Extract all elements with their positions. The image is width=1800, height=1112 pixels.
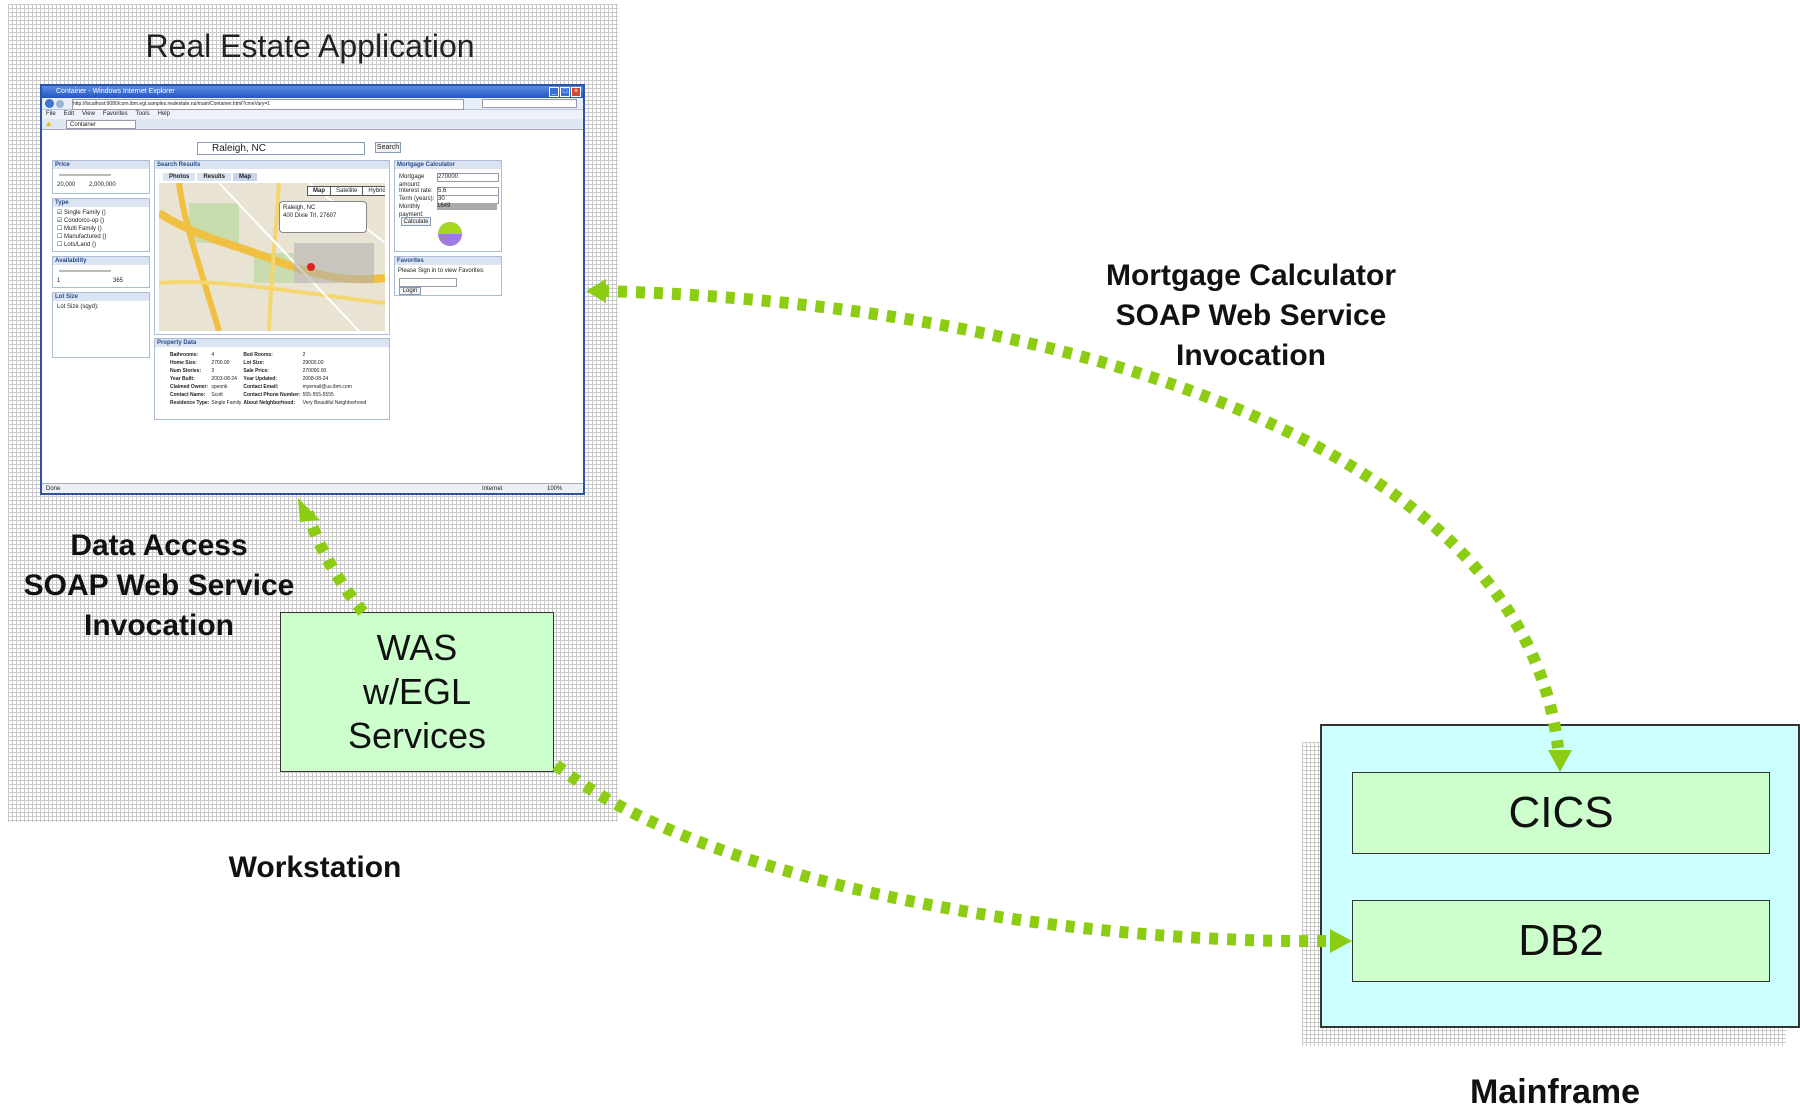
lot-size-panel-title: Lot Size [53,293,149,301]
workstation-label: Workstation [228,851,402,884]
bubble-city: Raleigh, NC [283,205,316,211]
menu-bar: File Edit View Favorites Tools Help [42,110,583,119]
menu-tools[interactable]: Tools [135,111,150,117]
term-label: Term (years): [399,196,435,202]
type-option[interactable]: ☐ Multi Family () [57,226,102,232]
menu-help[interactable]: Help [157,111,170,117]
type-option[interactable]: ☑ Single Family () [57,210,106,216]
availability-panel: Availability 1 365 [52,256,150,288]
mortgage-service-label: Mortgage Calculator SOAP Web Service Inv… [1105,259,1397,372]
property-data-title: Property Data [155,339,389,347]
monthly-payment-value: 1649 [437,203,497,210]
tab-results[interactable]: Results [197,173,232,181]
favorites-username-input[interactable] [399,278,457,287]
status-zoom[interactable]: 100% [547,486,563,492]
menu-favorites[interactable]: Favorites [102,111,128,117]
map-type-satellite[interactable]: Satellite [330,187,362,195]
interest-rate-label: Interest rate: [399,188,433,194]
window-controls: _ □ × [549,87,581,97]
search-button[interactable]: Search [375,142,401,153]
was-egl-services-box: WAS w/EGL Services [280,612,554,772]
browser-title: Container - Windows Internet Explorer [56,88,175,95]
favorites-title: Favorites [395,257,501,265]
availability-max: 365 [113,278,124,284]
bubble-address: 400 Dixie Trl, 27607 [283,213,337,219]
workstation-title: Real Estate Application [145,28,475,64]
db2-box: DB2 [1352,900,1770,982]
type-panel-title: Type [53,199,149,207]
tab-map[interactable]: Map [233,173,258,181]
favorites-panel: Favorites Please Sign in to view Favorit… [394,256,502,296]
browser-titlebar: Container - Windows Internet Explorer _ … [42,86,583,98]
mortgage-calculator-panel: Mortgage Calculator Mortgage amount: 270… [394,160,502,252]
location-search-input[interactable]: Raleigh, NC [197,142,365,155]
data-access-label: Data Access SOAP Web Service Invocation [23,529,295,642]
type-option[interactable]: ☐ Lots/Land () [57,242,97,248]
db2-connection-arrow [552,760,1329,948]
mainframe-box [1320,724,1800,1028]
minimize-icon[interactable]: _ [549,87,559,97]
web-search-field[interactable] [482,99,577,108]
close-icon[interactable]: × [571,87,581,97]
type-option[interactable]: ☐ Manufactured () [57,234,107,240]
map-roads [159,183,385,331]
status-bar: Done Internet 100% [42,483,583,493]
cics-box: CICS [1352,772,1770,854]
price-slider[interactable] [59,174,111,176]
availability-slider[interactable] [59,270,111,272]
map-type-hybrid[interactable]: Hybrid [362,187,385,195]
page-content: Raleigh, NC Search Price 20,000 2,000,00… [42,130,583,483]
browser-window: Container - Windows Internet Explorer _ … [40,84,585,495]
tab-container[interactable]: Container [66,120,136,129]
url-field[interactable]: http://localhost:9080/com.ibm.egl.sample… [72,99,464,110]
menu-file[interactable]: File [46,111,56,117]
availability-panel-title: Availability [53,257,149,265]
payment-pie-icon [438,222,462,246]
forward-icon[interactable] [56,100,64,108]
price-min: 20,000 [57,182,76,188]
lot-size-panel: Lot Size Lot Size (sqyd): [52,292,150,358]
map-view[interactable]: Map Satellite Hybrid Raleigh, NC 400 Dix… [159,183,385,331]
price-panel: Price 20,000 2,000,000 [52,160,150,194]
menu-edit[interactable]: Edit [63,111,75,117]
back-icon[interactable] [45,99,54,108]
mortgage-amount-label: Mortgage amount: [399,174,425,188]
maximize-icon[interactable]: □ [560,87,570,97]
lot-size-label: Lot Size (sqyd): [57,304,99,310]
mortgage-amount-input[interactable]: 270000 [437,173,499,182]
menu-view[interactable]: View [82,111,95,117]
search-results-panel: Search Results Photos Results Map [154,160,390,335]
search-results-title: Search Results [155,161,389,169]
login-button[interactable]: Login [399,287,421,295]
map-type-map[interactable]: Map [313,188,325,194]
price-max: 2,000,000 [89,182,116,188]
monthly-payment-label: Monthly payment: [399,204,424,218]
status-text: Done [46,486,61,492]
map-marker-icon[interactable] [307,263,315,271]
status-zone: Internet [482,486,503,492]
price-panel-title: Price [53,161,149,169]
type-panel: Type ☑ Single Family () ☑ Condo/co-op ()… [52,198,150,252]
favorites-text: Please Sign in to view Favorites: [398,268,485,274]
mainframe-label: Mainframe [1469,1073,1641,1111]
map-info-bubble: Raleigh, NC 400 Dixie Trl, 27607 [279,201,367,233]
tab-photos[interactable]: Photos [163,173,196,181]
address-bar: http://localhost:9080/com.ibm.egl.sample… [42,98,583,110]
calculate-button[interactable]: Calculate [401,217,431,226]
tab-bar: ★ Container [42,119,583,130]
availability-min: 1 [57,278,61,284]
mortgage-calculator-title: Mortgage Calculator [395,161,501,169]
favorites-star-icon[interactable]: ★ [45,120,53,129]
type-option[interactable]: ☑ Condo/co-op () [57,218,105,224]
